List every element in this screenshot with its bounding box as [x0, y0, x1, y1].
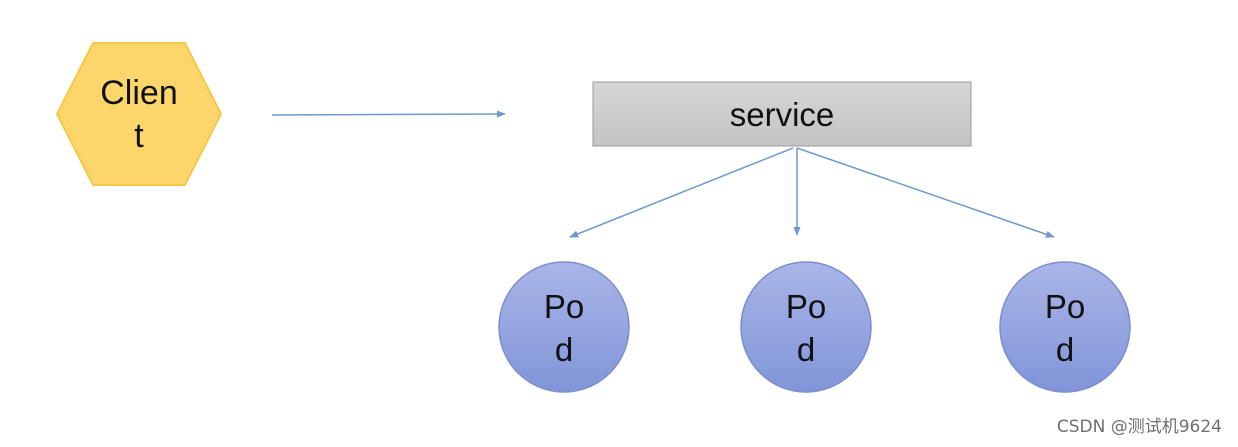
arrow-service-to-pod-3 — [796, 147, 1055, 238]
client-node: Clien t — [55, 42, 223, 186]
client-label-line2: t — [134, 117, 144, 155]
arrow-service-to-pod-1 — [569, 147, 794, 238]
client-hexagon — [55, 42, 223, 186]
pod-3-label-line2: d — [1056, 331, 1074, 368]
pod-1-label-line2: d — [555, 331, 573, 368]
client-label-line1: Clien — [100, 74, 177, 112]
pod-2-label-line1: Po — [786, 288, 826, 325]
pod-circle-3 — [999, 261, 1131, 393]
pod-node-3: Po d — [999, 261, 1131, 393]
service-label: service — [730, 96, 835, 133]
pod-node-1: Po d — [498, 261, 630, 393]
service-node: service — [592, 81, 972, 147]
arrow-client-to-service — [271, 110, 506, 118]
watermark: CSDN @测试机9624 — [1056, 417, 1222, 437]
pod-circle-1 — [498, 261, 630, 393]
pod-3-label-line1: Po — [1045, 288, 1085, 325]
pod-node-2: Po d — [740, 261, 872, 393]
service-box — [592, 81, 972, 147]
pod-2-label-line2: d — [797, 331, 815, 368]
pod-circle-2 — [740, 261, 872, 393]
pod-1-label-line1: Po — [544, 288, 584, 325]
